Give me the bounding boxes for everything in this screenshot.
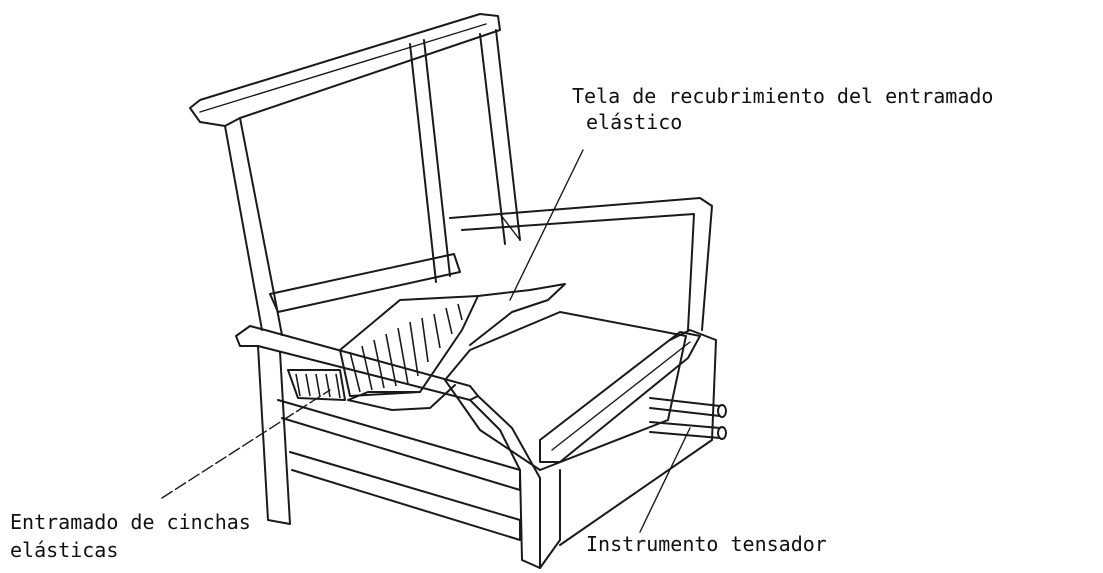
back-right-post [479,29,521,245]
label-tensioner: Instrumento tensador [586,532,827,556]
label-fabric-line1: Tela de recubrimiento del entramado [572,84,994,108]
label-fabric-line2: elástico [586,110,683,134]
leader-webbing [161,389,331,499]
right-arm [449,197,713,331]
leader-fabric [509,149,584,301]
back-left-post [224,117,283,336]
back-top-rail [189,13,501,127]
back-lower-rail [269,253,461,313]
side-panel [559,329,717,546]
leader-tensioner [639,427,691,533]
tensioner-rods [649,397,727,440]
elastic-webbing [287,295,479,401]
back-center-slat [409,39,451,283]
front-frame [257,345,291,525]
label-webbing-line1: Entramado de cinchas [10,510,251,534]
label-webbing-line2: elásticas [10,538,119,562]
seat-fabric [444,311,687,471]
